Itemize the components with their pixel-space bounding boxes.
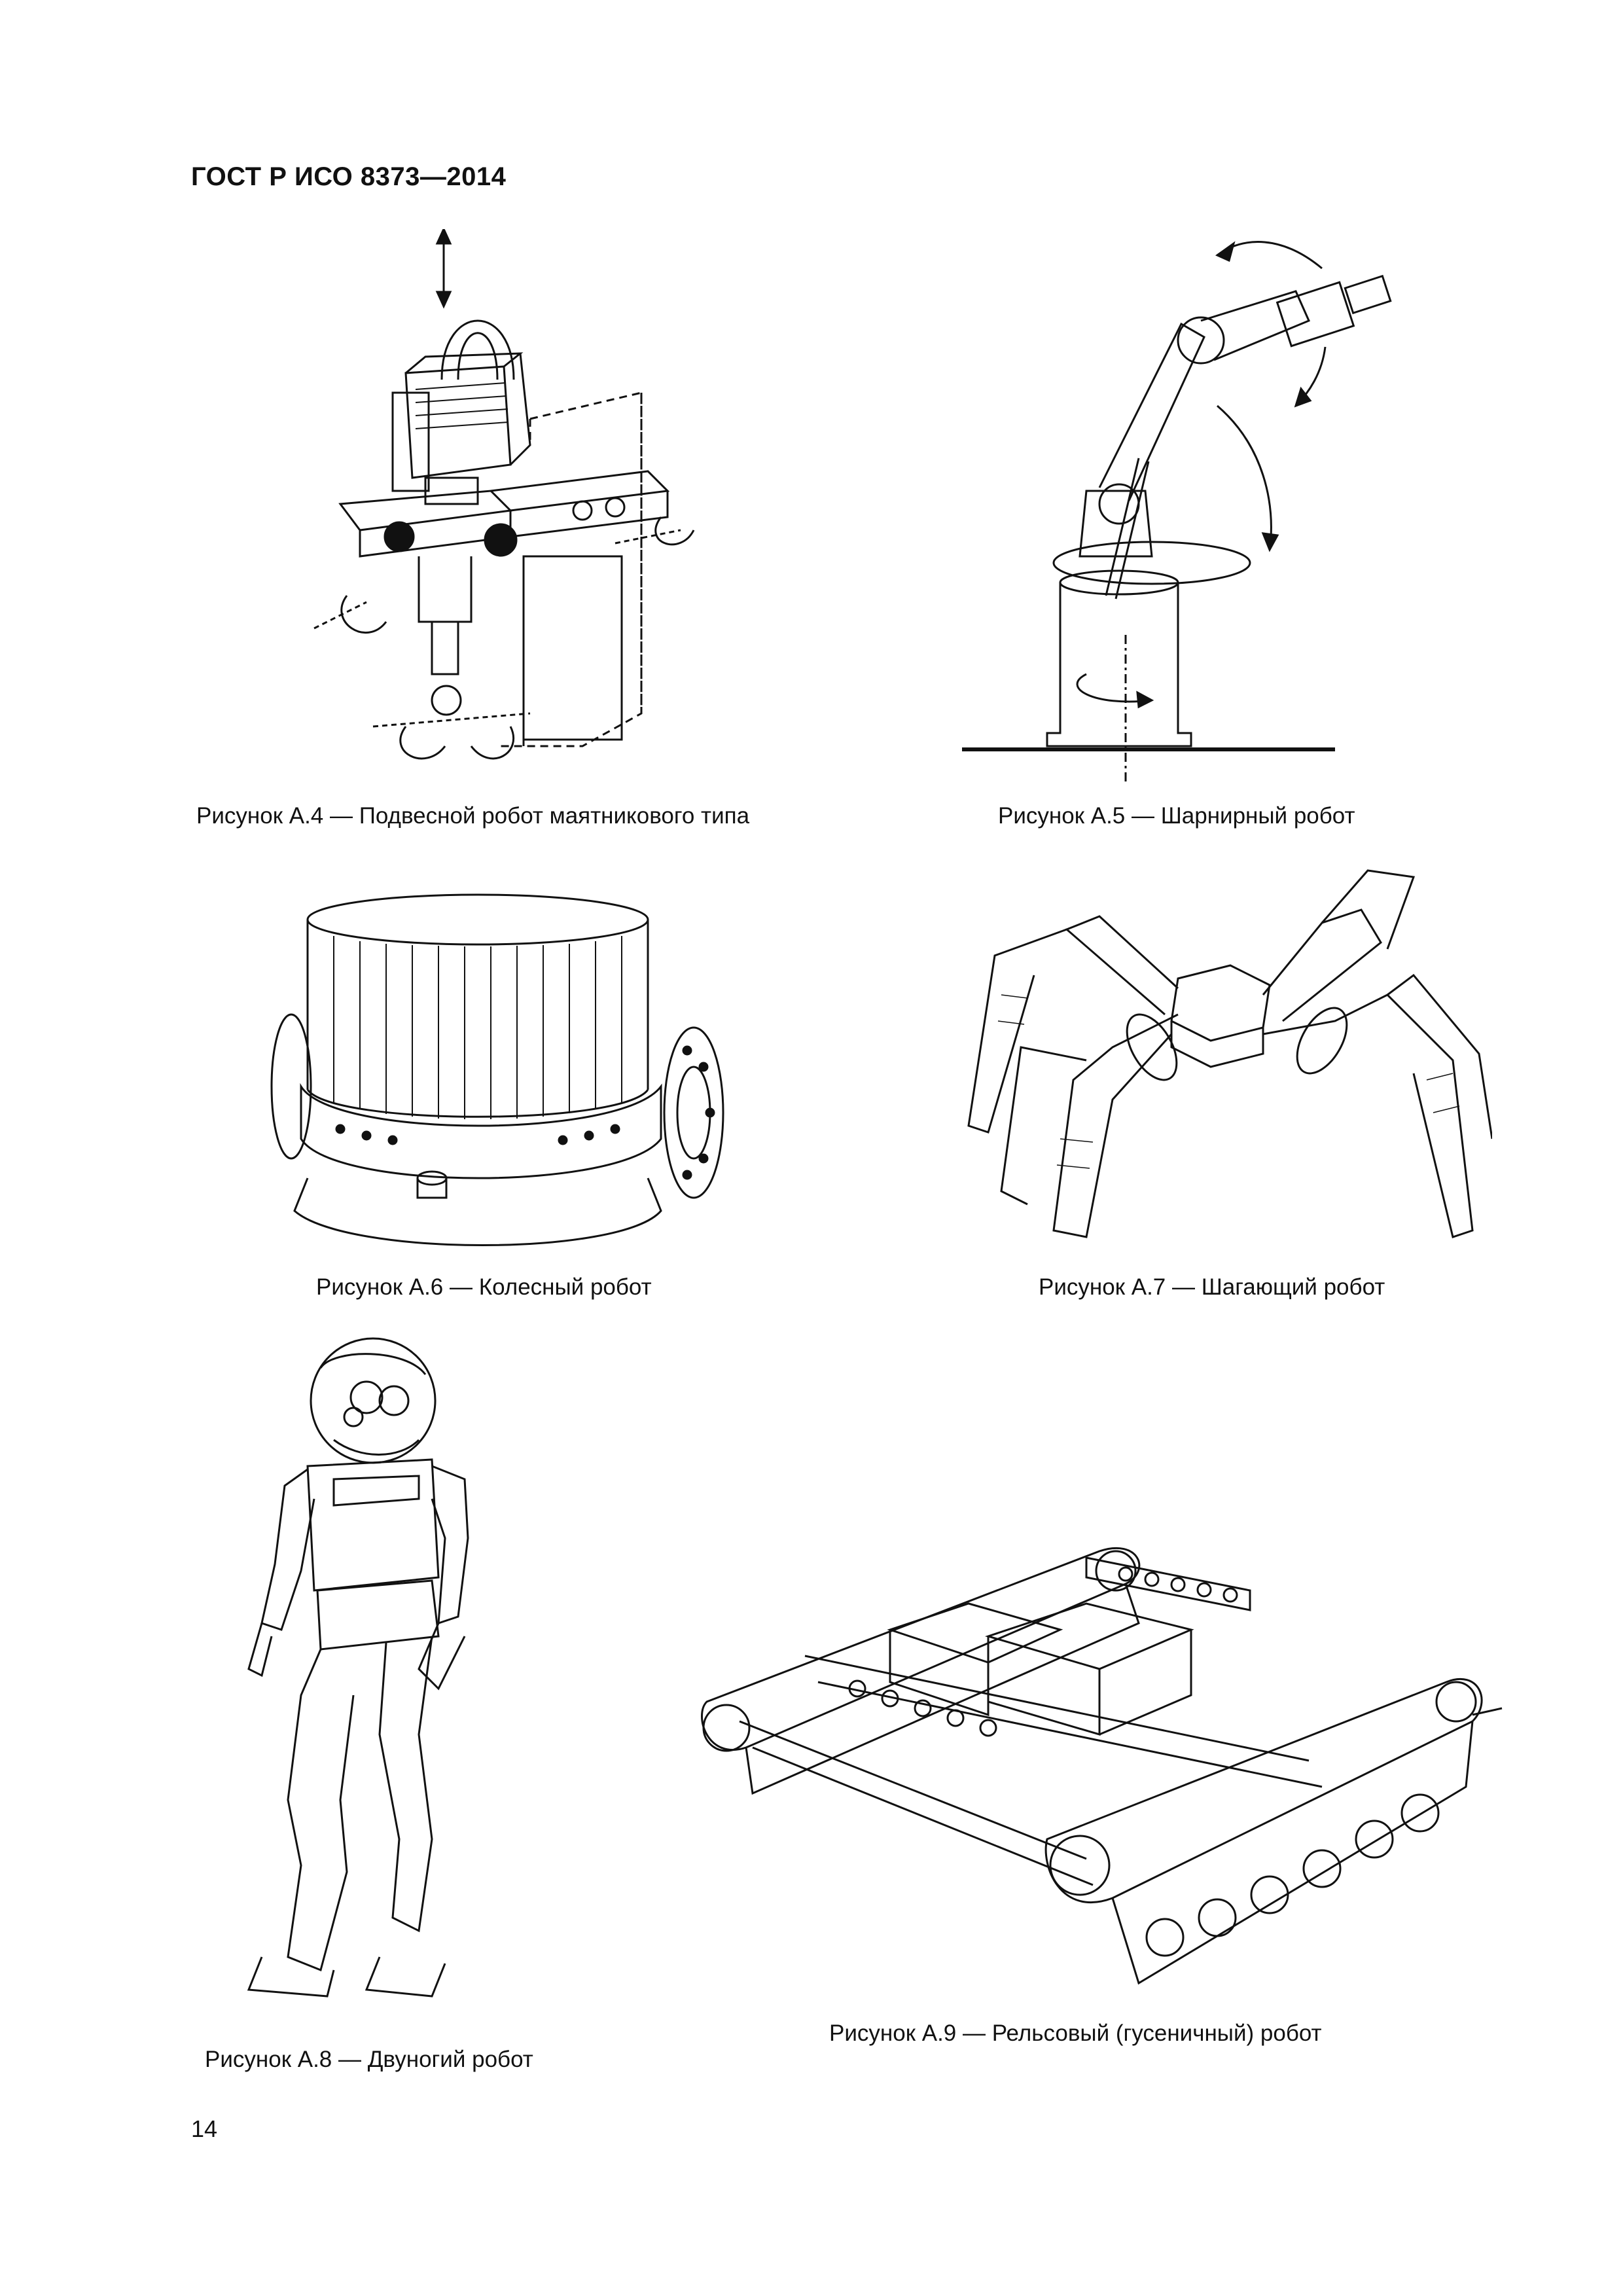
figure-a7-caption: Рисунок А.7 — Шагающий робот: [1039, 1274, 1385, 1300]
figure-a6-caption: Рисунок А.6 — Колесный робот: [316, 1274, 652, 1300]
figure-a5-caption: Рисунок А.5 — Шарнирный робот: [998, 803, 1355, 829]
figure-a5-articulated-robot: [955, 229, 1427, 792]
page-number: 14: [191, 2115, 218, 2142]
figure-a4-caption: Рисунок А.4 — Подвесной робот маятниково…: [196, 803, 750, 829]
figure-a8-biped-robot: [223, 1329, 550, 2009]
figure-a8-caption: Рисунок А.8 — Двуногий робот: [205, 2047, 533, 2072]
figure-a4-pendulum-robot: [275, 229, 720, 772]
figure-a6-wheeled-robot: [268, 890, 740, 1257]
document-header: ГОСТ Р ИСО 8373—2014: [191, 162, 507, 191]
figure-a9-tracked-robot: [694, 1532, 1505, 2003]
figure-a7-walking-robot: [955, 864, 1492, 1257]
figure-a9-caption: Рисунок А.9 — Рельсовый (гусеничный) роб…: [829, 2020, 1322, 2046]
